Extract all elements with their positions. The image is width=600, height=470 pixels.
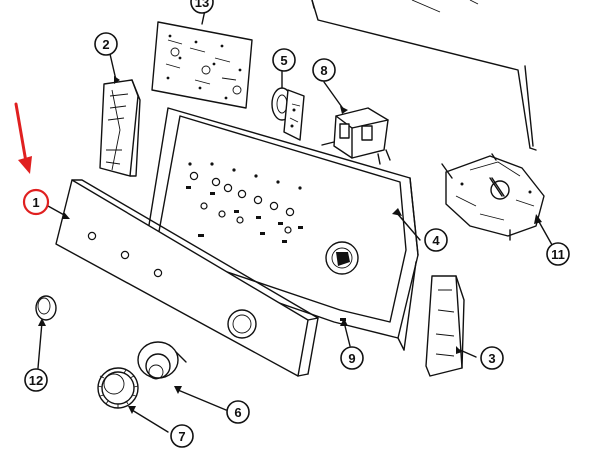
callout-label: 5 — [280, 53, 287, 68]
push-button — [35, 295, 57, 321]
main-console — [143, 107, 419, 351]
callout-label: 12 — [29, 373, 43, 388]
callout-label: 4 — [432, 233, 440, 248]
front-panel — [55, 179, 319, 377]
callout-1: 1 — [22, 188, 50, 216]
callout-8: 8 — [312, 58, 336, 82]
callout-circle — [226, 400, 250, 424]
callout-3: 3 — [480, 346, 504, 370]
circuit-board — [151, 21, 253, 109]
callout-circle — [22, 188, 50, 216]
callout-circle — [546, 242, 570, 266]
callout-11: 11 — [546, 242, 570, 266]
callout-label: 7 — [178, 429, 185, 444]
highlight-arrow — [14, 102, 32, 174]
callout-circle — [190, 0, 214, 14]
callout-label: 1 — [32, 195, 39, 210]
callout-4: 4 — [424, 228, 448, 252]
timer — [441, 153, 545, 241]
callout-6: 6 — [226, 400, 250, 424]
callout-circle — [312, 58, 336, 82]
callout-circle — [94, 32, 118, 56]
callout-label: 2 — [102, 37, 109, 52]
switch — [321, 107, 391, 165]
knob-bracket — [271, 87, 305, 141]
callout-label: 9 — [348, 351, 355, 366]
callout-circle — [340, 346, 364, 370]
callout-label: 13 — [195, 0, 209, 10]
callout-label: 8 — [320, 63, 327, 78]
callout-label: 11 — [551, 247, 565, 262]
callout-label: 6 — [234, 405, 241, 420]
callout-13: 13 — [190, 0, 214, 14]
callout-2: 2 — [94, 32, 118, 56]
callout-circle — [424, 228, 448, 252]
right-end-cap — [425, 275, 465, 377]
callout-5: 5 — [272, 48, 296, 72]
callout-circle — [170, 424, 194, 448]
callout-12: 12 — [24, 368, 48, 392]
callout-circle — [24, 368, 48, 392]
callout-9: 9 — [340, 346, 364, 370]
knob — [97, 367, 139, 409]
knob-skirt — [137, 341, 187, 380]
left-end-cap — [99, 79, 141, 177]
callout-7: 7 — [170, 424, 194, 448]
callout-label: 3 — [488, 351, 495, 366]
callout-circle — [480, 346, 504, 370]
leader-arrows — [38, 76, 542, 414]
callout-circle — [272, 48, 296, 72]
rear-panel — [311, 0, 537, 151]
